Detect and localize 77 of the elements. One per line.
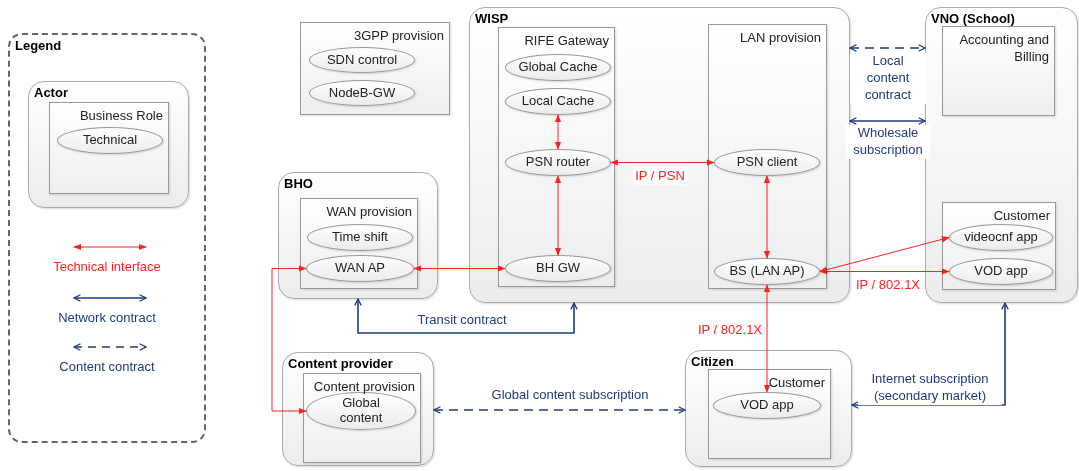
function-label: Global content: [338, 396, 384, 426]
role-title: RIFE Gateway: [523, 33, 609, 50]
connector-arrow: [271, 265, 307, 415]
connector-arrow: [610, 159, 715, 166]
role-title: LAN provision: [739, 30, 821, 47]
role-box: [303, 373, 421, 463]
function-ellipse: [949, 258, 1053, 285]
function-label: videocnf app: [963, 230, 1039, 245]
role-title: WAN provision: [325, 204, 412, 221]
function-label: Local Cache: [520, 94, 596, 109]
function-ellipse: [309, 80, 415, 106]
connector-arrow: [849, 44, 926, 52]
function-label: PSN router: [524, 155, 592, 170]
legend-label: Network contract: [57, 310, 157, 325]
function-ellipse: [505, 149, 611, 176]
function-label: Time shift: [331, 230, 389, 245]
edge-label: Wholesale subscription: [846, 125, 930, 159]
legend-title: Legend: [15, 38, 62, 53]
role-title: Content provision: [312, 379, 415, 396]
role-box: [708, 24, 827, 289]
connector-arrow: [763, 175, 771, 259]
actor-box: [278, 172, 438, 299]
role-box: [300, 198, 418, 289]
function-ellipse: [306, 255, 414, 282]
connector-arrow: [554, 114, 562, 150]
role-box: [49, 102, 169, 194]
function-label: SDN control: [325, 52, 399, 68]
actor-title: Actor: [34, 85, 68, 100]
role-title: 3GPP provision: [352, 28, 444, 45]
role-box: [498, 27, 615, 287]
actor-box: [925, 7, 1078, 303]
connector-arrow: [819, 236, 950, 273]
function-ellipse: [505, 88, 611, 115]
legend-label: Technical interface: [52, 259, 162, 274]
actor-box: [28, 81, 189, 208]
function-ellipse: [505, 255, 611, 282]
function-ellipse: [949, 224, 1053, 251]
function-ellipse: [505, 54, 611, 81]
actor-title: Citizen: [691, 354, 734, 369]
actor-box: [685, 350, 852, 467]
function-label: PSN client: [735, 155, 799, 170]
edge-label: IP / PSN: [633, 167, 687, 185]
function-label: NodeB-GW: [327, 85, 397, 101]
function-label: WAN AP: [333, 261, 387, 276]
role-box: [942, 202, 1056, 290]
function-label: BH GW: [534, 261, 582, 276]
role-box: [942, 26, 1055, 116]
role-box: [300, 22, 450, 115]
role-title: Customer: [767, 375, 825, 392]
actor-title: Content provider: [288, 356, 393, 371]
connector-arrow: [354, 298, 578, 334]
role-title: Customer: [992, 208, 1050, 225]
actor-title: VNO (School): [931, 11, 1015, 26]
legend-frame: [8, 33, 206, 443]
connector-arrow: [849, 117, 926, 125]
function-label: VOD app: [739, 398, 795, 413]
edge-label: Internet subscription (secondary market): [858, 371, 1002, 405]
role-title: Accounting and Billing: [958, 32, 1049, 66]
function-ellipse: [713, 392, 821, 419]
actor-title: BHO: [284, 176, 313, 191]
actor-title: WISP: [475, 11, 509, 26]
function-label: Global Cache: [518, 60, 598, 75]
function-label: BS (LAN AP): [728, 264, 806, 279]
actor-box: [282, 352, 434, 466]
function-ellipse: [306, 392, 416, 430]
connector-arrow: [819, 268, 950, 275]
function-label: Technical: [81, 133, 139, 148]
connector-arrow: [554, 175, 562, 256]
role-title: Business Role: [78, 108, 163, 125]
actor-box: [469, 7, 850, 303]
function-ellipse: [309, 47, 415, 73]
legend-label: Content contract: [58, 359, 156, 374]
role-box: [708, 369, 831, 459]
connector-arrow: [413, 265, 506, 272]
connector-arrow: [763, 284, 771, 393]
connector-arrow: [433, 406, 686, 414]
function-label: VOD app: [973, 264, 1029, 279]
